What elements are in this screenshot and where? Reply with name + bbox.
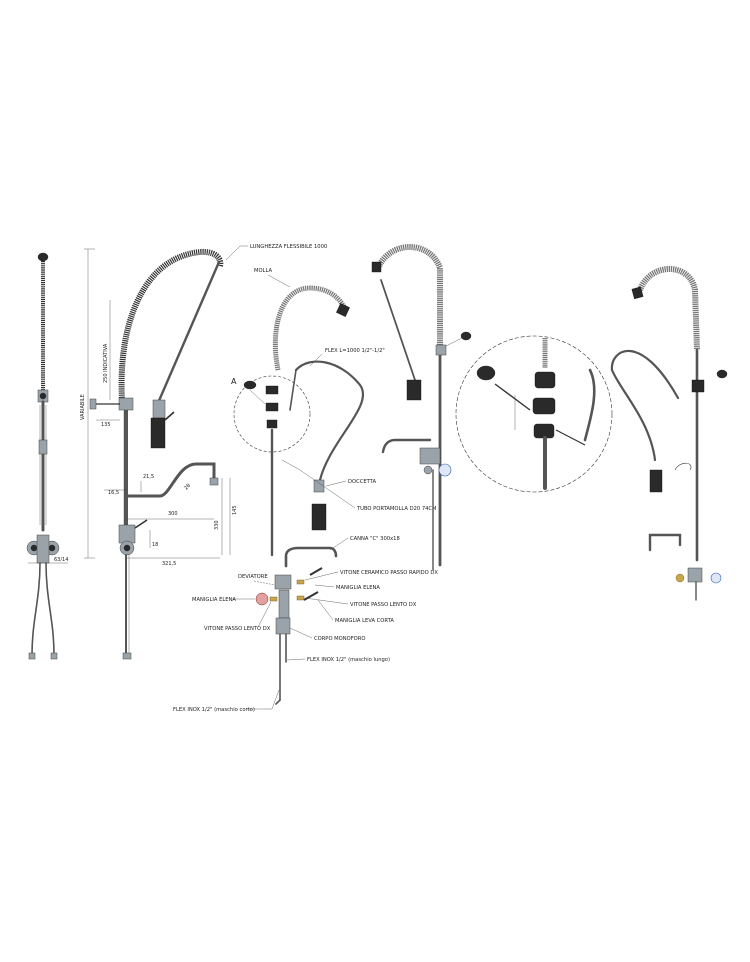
dim-300: 300 (168, 511, 178, 517)
label-tubo-portamolla: TUBO PORTAMOLLA D20 74CM (356, 506, 437, 512)
label-vitone-passo-lento-right: VITONE PASSO LENTO DX (350, 602, 417, 608)
label-doccetta: DOCCETTA (348, 479, 376, 485)
label-flex-inox-corto: FLEX INOX 1/2" (maschio corto) (173, 707, 255, 713)
assembled-view-drawing (371, 244, 472, 571)
side-view-drawing: VARIABILE 250 INDICATIVA 135 21,5 16,5 3… (80, 244, 327, 660)
dim-63-14: 63/14 (54, 557, 68, 563)
label-canna-c: CANNA "C" 300x18 (350, 536, 400, 542)
label-maniglia-elena-left: MANIGLIA ELENA (192, 597, 236, 603)
dim-variabile: VARIABILE (80, 394, 86, 420)
dim-21-5: 21,5 (143, 474, 154, 480)
label-deviatore: DEVIATORE (238, 574, 268, 580)
dim-321-5: 321,5 (162, 561, 176, 567)
detail-a-zoom (455, 335, 613, 493)
front-view-drawing: 63/14 (26, 252, 68, 660)
label-vitone-passo-lento-left: VITONE PASSO LENTO DX (204, 626, 271, 632)
dim-330: 330 (214, 520, 220, 530)
dim-135: 135 (101, 422, 111, 428)
label-detail-a: A (231, 377, 237, 386)
label-maniglia-elena-right: MANIGLIA ELENA (336, 585, 380, 591)
label-lunghezza-flessibile: LUNGHEZZA FLESSIBILE 1000 (250, 244, 327, 250)
dim-28: 28 (183, 483, 192, 492)
label-corpo-monoforo: CORPO MONOFORO (314, 636, 365, 642)
right-assembled-view (610, 266, 728, 601)
label-vitone-ceramico: VITONE CERAMICO PASSO RAPIDO DX (340, 570, 438, 576)
dim-18: 18 (152, 542, 158, 548)
dim-250-indicativa: 250 INDICATIVA (103, 343, 109, 383)
dim-145: 145 (232, 505, 238, 515)
label-molla: MOLLA (254, 268, 272, 274)
dim-16-5: 16,5 (108, 490, 119, 496)
exploded-view-drawing: MOLLA A FLEX L=1000 1/2"-1/2" DOCCETTA T… (173, 268, 438, 713)
label-maniglia-leva-corta: MANIGLIA LEVA CORTA (335, 618, 394, 624)
label-flex-l1000: FLEX L=1000 1/2"-1/2" (325, 348, 385, 354)
label-flex-inox-lungo: FLEX INOX 1/2" (maschio lungo) (307, 657, 390, 663)
